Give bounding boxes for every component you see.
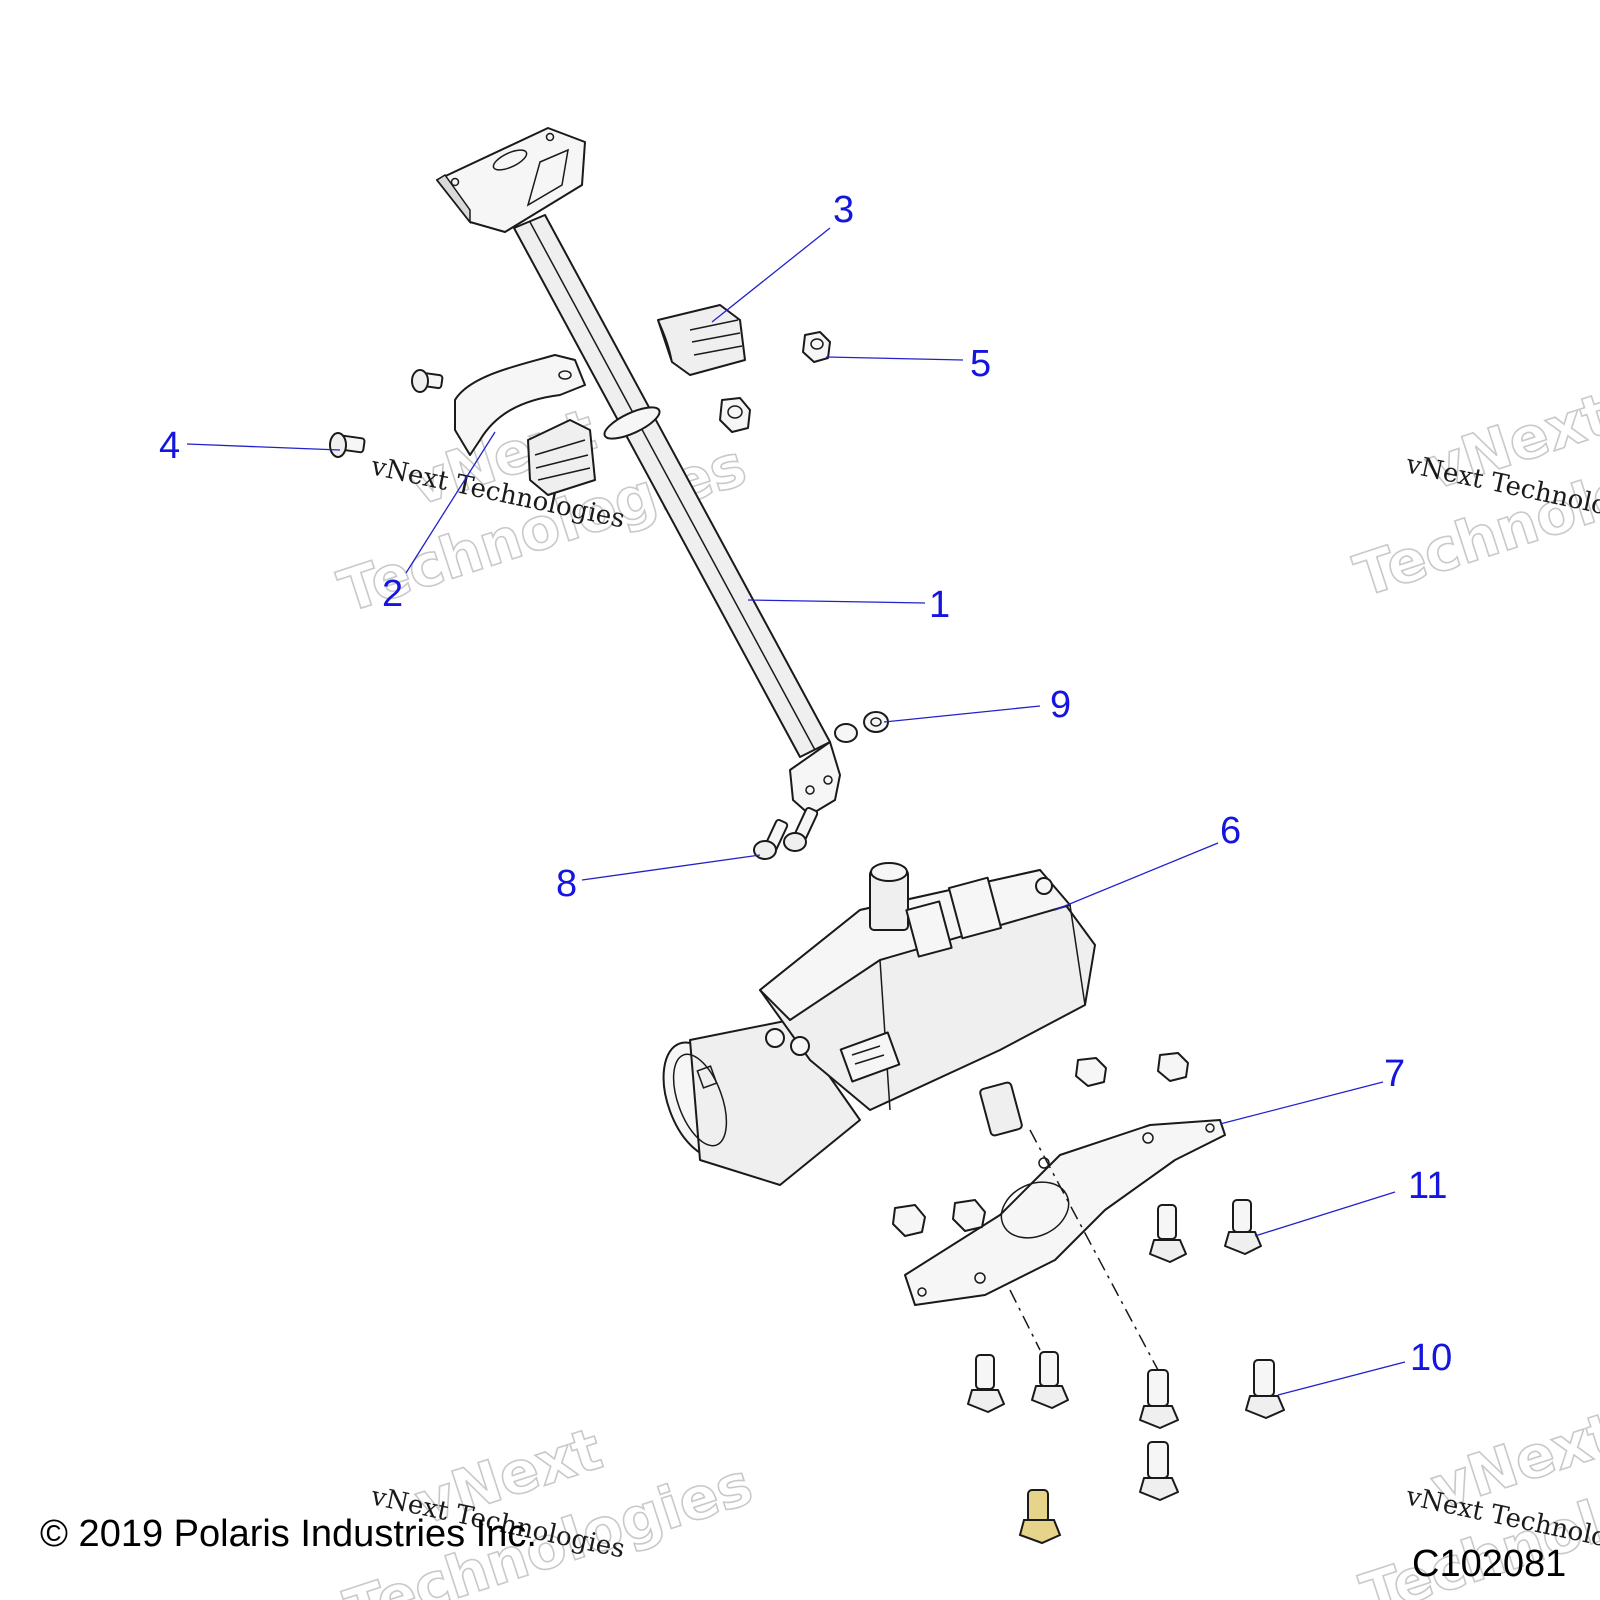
bolts-10 xyxy=(967,1351,1285,1501)
clamp-nut xyxy=(834,723,858,743)
nut-5 xyxy=(802,331,831,363)
mounting-plate xyxy=(904,1119,1226,1306)
drawing-number: C102081 xyxy=(1412,1543,1566,1585)
leader-5 xyxy=(825,356,964,361)
callout-3: 3 xyxy=(833,189,854,231)
callout-4: 4 xyxy=(159,425,180,467)
callout-2: 2 xyxy=(382,573,403,615)
leader-4 xyxy=(186,443,341,451)
leader-9 xyxy=(883,705,1041,723)
leader-7 xyxy=(1219,1081,1384,1125)
eps-output-shaft xyxy=(979,1081,1023,1137)
bolts-11 xyxy=(1149,1199,1262,1263)
callout-10: 10 xyxy=(1410,1337,1452,1379)
leader-8 xyxy=(581,854,761,881)
centre-line-1 xyxy=(1029,1129,1159,1371)
callout-11: 11 xyxy=(1408,1165,1447,1207)
callout-9: 9 xyxy=(1050,684,1071,726)
leader-lines xyxy=(186,227,1406,1396)
column-collar xyxy=(603,406,661,440)
steering-column xyxy=(435,127,858,816)
centre-line-2 xyxy=(1009,1289,1041,1351)
eps-label-plate xyxy=(839,1031,901,1083)
callout-8: 8 xyxy=(556,863,577,905)
leader-11 xyxy=(1254,1191,1396,1237)
bushing-lower xyxy=(527,419,596,496)
callout-7: 7 xyxy=(1384,1053,1405,1095)
copyright-text: © 2019 Polaris Industries Inc. xyxy=(40,1513,537,1555)
bolt-4 xyxy=(329,432,366,458)
leader-1 xyxy=(747,599,926,604)
bushing-upper xyxy=(657,304,746,376)
leader-6 xyxy=(1054,842,1219,911)
eps-connector-2 xyxy=(947,876,1003,940)
leader-3 xyxy=(711,227,831,323)
bolts-8 xyxy=(753,806,819,860)
callout-1: 1 xyxy=(929,584,950,626)
callout-6: 6 xyxy=(1220,810,1241,852)
bolt-4b xyxy=(411,369,444,393)
leader-2 xyxy=(405,431,496,574)
brass-bolt xyxy=(1018,1489,1062,1545)
eps-connector-1 xyxy=(905,900,953,958)
callout-5: 5 xyxy=(970,343,991,385)
nut-5b xyxy=(719,397,751,433)
plate-nuts-upper xyxy=(1075,1052,1189,1087)
eps-gearbox xyxy=(662,862,1096,1186)
leader-10 xyxy=(1277,1361,1406,1396)
plate-nuts-lower xyxy=(892,1199,986,1237)
column-bottom-clamp xyxy=(789,741,841,816)
callout-numbers: 1 2 3 4 5 6 7 8 9 10 11 xyxy=(159,189,1452,1379)
clamp-bracket xyxy=(454,354,596,496)
